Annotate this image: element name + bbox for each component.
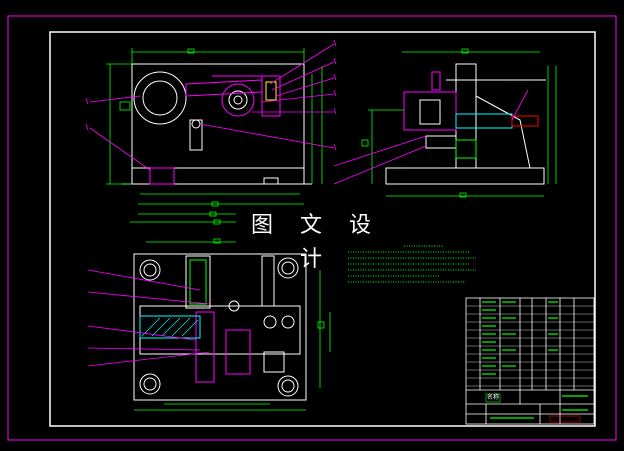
top-view: [133, 253, 307, 401]
drawing-frame: [49, 31, 596, 427]
front-view-dimensions: [106, 48, 323, 225]
technical-notes: [348, 245, 476, 283]
sheet-outer-border: [7, 15, 617, 441]
front-view-leader-tags: [85, 39, 337, 151]
parts-list-rows: [466, 305, 594, 387]
side-view-dimensions: [361, 48, 557, 198]
top-view-leaders: [87, 269, 211, 367]
title-block-name-cell: [485, 393, 501, 403]
drawing-number-cell: [549, 415, 581, 423]
parts-list-entries: [482, 301, 588, 419]
top-view-hatch: [141, 317, 199, 337]
front-view-leaders: [89, 43, 335, 171]
side-view: [385, 63, 546, 185]
watermark-title: 图 文 设 计: [236, 209, 396, 272]
front-view: [122, 63, 312, 185]
parts-list-table: [465, 297, 595, 425]
title-block-name-label: 名称: [487, 394, 500, 401]
side-view-leaders: [333, 89, 529, 185]
